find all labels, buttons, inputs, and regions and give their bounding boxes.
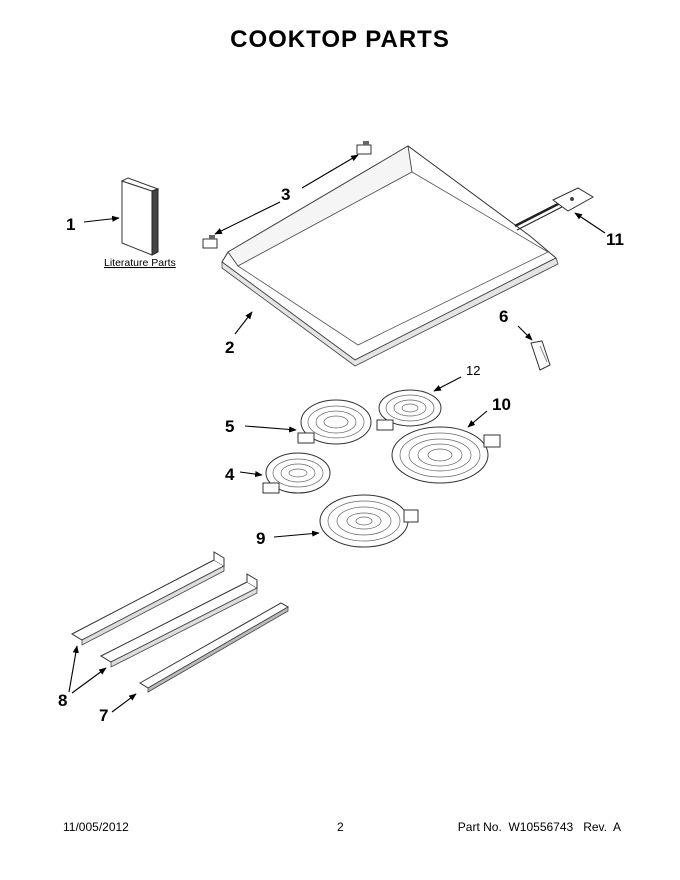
callout-12: 12 — [466, 363, 480, 378]
callout-1: 1 — [66, 215, 75, 234]
callout-4: 4 — [225, 465, 235, 484]
clip-left — [202, 235, 218, 249]
indicator-part — [530, 340, 551, 371]
clip-right — [356, 141, 372, 155]
footer-page-number: 2 — [337, 820, 344, 834]
cooktop-glass — [221, 145, 559, 367]
bracket-upper — [70, 551, 226, 646]
bracket-lower — [99, 573, 259, 668]
callout-7: 7 — [99, 706, 108, 725]
callout-3: 3 — [281, 185, 290, 204]
callout-8: 8 — [58, 691, 67, 710]
callout-11: 11 — [606, 230, 624, 249]
footer-date: 11/005/2012 — [63, 820, 129, 834]
callout-5: 5 — [225, 417, 234, 436]
callout-6: 6 — [499, 307, 508, 326]
terminal-block — [514, 187, 594, 231]
trim-strip — [139, 602, 290, 693]
leader-lines — [68, 154, 606, 713]
burner-4 — [262, 452, 331, 494]
page-title: COOKTOP PARTS — [230, 26, 450, 53]
burner-5 — [297, 399, 372, 445]
literature-book — [120, 177, 160, 256]
callout-10: 10 — [492, 395, 511, 414]
callout-2: 2 — [225, 338, 234, 357]
burner-9 — [319, 494, 419, 548]
footer-part-number: Part No. W10556743 Rev. A — [457, 820, 621, 834]
literature-parts-label: Literature Parts — [104, 257, 176, 269]
callout-9: 9 — [256, 529, 265, 548]
burner-12 — [376, 389, 442, 431]
burner-10 — [391, 426, 501, 484]
